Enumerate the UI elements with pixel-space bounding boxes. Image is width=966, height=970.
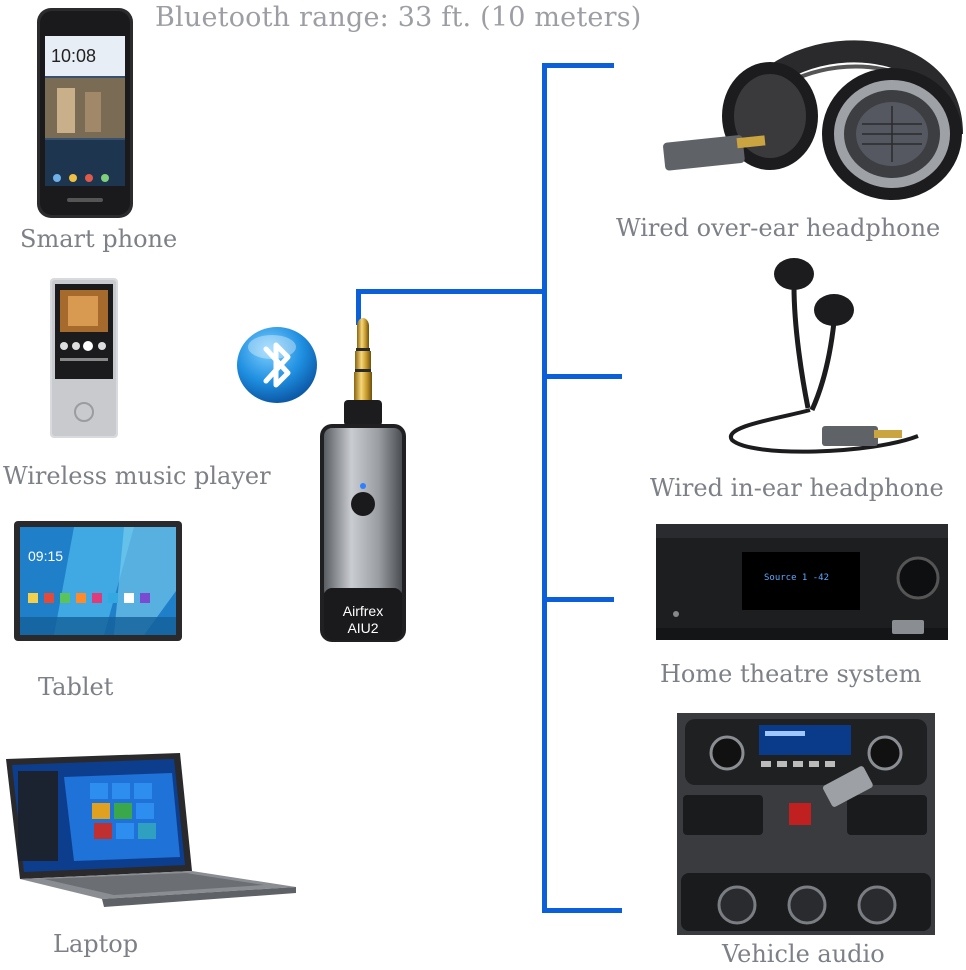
source-label-smartphone: Smart phone bbox=[20, 225, 178, 253]
music-player-image bbox=[50, 278, 118, 438]
output-label-vehicle: Vehicle audio bbox=[722, 940, 885, 968]
output-label-over-ear: Wired over-ear headphone bbox=[616, 214, 941, 242]
laptop-image bbox=[6, 753, 296, 907]
smartphone-image: 10:08 bbox=[37, 8, 133, 218]
tablet-image: 09:15 bbox=[14, 521, 182, 641]
over-ear-headphone-image bbox=[663, 40, 963, 200]
adapter-model: AIU2 bbox=[347, 620, 378, 636]
source-label-laptop: Laptop bbox=[53, 930, 139, 958]
source-label-music-player: Wireless music player bbox=[3, 462, 271, 490]
adapter-brand: Airfrex bbox=[343, 603, 383, 619]
car-dashboard-image bbox=[677, 713, 935, 935]
phone-clock: 10:08 bbox=[51, 46, 96, 66]
in-ear-headphone-image bbox=[728, 258, 919, 454]
output-label-home-theatre: Home theatre system bbox=[660, 660, 922, 688]
tablet-clock: 09:15 bbox=[28, 548, 63, 564]
bluetooth-icon bbox=[237, 327, 317, 403]
theatre-display-text: Source 1 -42 bbox=[764, 573, 829, 583]
source-label-tablet: Tablet bbox=[38, 673, 114, 701]
home-theatre-image: Source 1 -42 bbox=[656, 524, 948, 640]
output-label-in-ear: Wired in-ear headphone bbox=[650, 474, 944, 502]
range-title: Bluetooth range: 33 ft. (10 meters) bbox=[155, 2, 642, 33]
bluetooth-adapter-image: Airfrex AIU2 bbox=[320, 318, 406, 642]
